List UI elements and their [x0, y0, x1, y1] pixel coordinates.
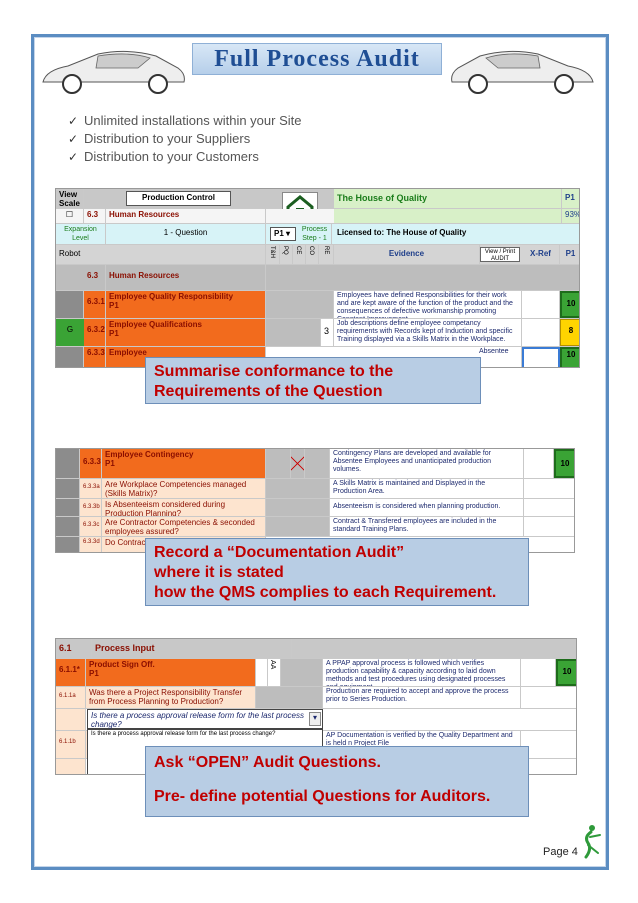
- evidence-text[interactable]: Contingency Plans are developed and avai…: [330, 449, 524, 478]
- evidence-text[interactable]: Absenteeism is considered when planning …: [330, 499, 524, 516]
- section-number: 6.1: [56, 639, 92, 658]
- check-icon: ✓: [68, 114, 79, 128]
- page-number: Page 4: [543, 846, 578, 858]
- score-badge: 10: [560, 291, 579, 318]
- car-right-image: [451, 50, 594, 94]
- evidence-text[interactable]: Job descriptions define employee competa…: [334, 319, 522, 346]
- score-badge: 10: [560, 347, 579, 367]
- feature-list: ✓Unlimited installations within your Sit…: [68, 112, 301, 166]
- sub-question-number: 6.3.3b: [80, 499, 102, 516]
- p1-header: P1: [562, 189, 579, 208]
- page-title: Full Process Audit: [192, 43, 442, 75]
- sub-question-number: 6.1.1b: [56, 731, 86, 758]
- question-number: 6.3.2*: [84, 319, 106, 346]
- check-icon: ✓: [68, 132, 79, 146]
- evidence-text[interactable]: Contract & Transfered employees are incl…: [330, 517, 524, 536]
- chevron-down-icon: ▾: [286, 229, 291, 238]
- expansion-level-label[interactable]: Expansion Level: [56, 224, 106, 244]
- production-control-button[interactable]: Production Control: [126, 191, 231, 206]
- sub-question-text[interactable]: Are Workplace Competencies managed (Skil…: [102, 479, 266, 498]
- house-of-quality-label: The House of Quality: [334, 189, 562, 208]
- process-step-label: Process Step - 1: [298, 224, 332, 244]
- question-number: 6.3.3: [84, 347, 106, 367]
- section-number: 6.3: [84, 265, 106, 290]
- col-header: PQ: [280, 245, 293, 264]
- check-icon: ✓: [68, 150, 79, 164]
- callout-documentation-audit: Record a “Documentation Audit” where it …: [145, 538, 529, 606]
- sub-question-text[interactable]: Was there a Project Responsibility Trans…: [86, 687, 256, 708]
- sub-question-number: 6.3.3c: [80, 517, 102, 536]
- robot-label: Robot: [56, 245, 266, 264]
- question-text[interactable]: Product Sign Off. P1: [86, 659, 256, 686]
- evidence-text[interactable]: Employees have defined Responsibilities …: [334, 291, 522, 318]
- col-header: CO: [306, 245, 319, 264]
- feature-item: ✓Unlimited installations within your Sit…: [68, 113, 302, 128]
- sub-question-number: 6.3.3a: [80, 479, 102, 498]
- grade-cell: G: [56, 319, 84, 346]
- row-checkbox[interactable]: ☐: [56, 209, 84, 223]
- evidence-header: Evidence: [334, 245, 480, 264]
- col-header: T&H: [266, 245, 280, 264]
- score-badge: 10: [554, 449, 574, 478]
- spreadsheet-human-resources: View Scale Production Control The House …: [55, 188, 580, 368]
- sub-question-number: 6.3.3d: [80, 537, 102, 552]
- question-number: 6.1.1*: [56, 659, 86, 686]
- licensed-label: Licensed to: The House of Quality: [334, 224, 579, 244]
- score-badge: 8: [560, 319, 579, 346]
- question-text[interactable]: Employee Quality Responsibility P1: [106, 291, 266, 318]
- car-left-image: [42, 50, 185, 94]
- section-name: Human Resources: [106, 265, 266, 290]
- question-dropdown[interactable]: Is there a process approval release form…: [87, 709, 323, 729]
- p1-select[interactable]: P1 ▾: [270, 227, 296, 241]
- na-cell: [291, 449, 305, 478]
- question-text[interactable]: Employee Contingency P1: [102, 449, 266, 478]
- callout-summarise: Summarise conformance to the Requirement…: [145, 357, 481, 404]
- sub-question-text[interactable]: Is Absenteeism considered during Product…: [102, 499, 266, 516]
- evidence-text[interactable]: AP Documentation is verified by the Qual…: [323, 731, 521, 758]
- feature-item: ✓Distribution to your Suppliers: [68, 131, 251, 146]
- company-logo-icon: [584, 825, 601, 859]
- rating-mark: AA: [268, 659, 281, 686]
- question-number: 6.3.3: [80, 449, 102, 478]
- section-name: Process Input: [92, 639, 292, 658]
- sub-question-text[interactable]: Are Contractor Competencies & seconded e…: [102, 517, 266, 536]
- spreadsheet-process-input: 6.1 Process Input 6.1.1* Product Sign Of…: [55, 638, 577, 775]
- evidence-text[interactable]: A Skills Matrix is maintained and Displa…: [330, 479, 524, 498]
- feature-item: ✓Distribution to your Customers: [68, 149, 259, 164]
- col-header: CE: [293, 245, 306, 264]
- score-badge: 10: [556, 659, 576, 686]
- section-name: Human Resources: [106, 209, 266, 223]
- page-frame: [31, 34, 609, 870]
- evidence-text[interactable]: Production are required to accept and ap…: [323, 687, 521, 708]
- spreadsheet-contingency: 6.3.3 Employee Contingency P1 Contingenc…: [55, 448, 575, 553]
- question-number: 6.3.1: [84, 291, 106, 318]
- section-percent: 93%: [562, 209, 579, 223]
- view-scale-label[interactable]: View Scale: [56, 189, 84, 208]
- evidence-text[interactable]: A PPAP approval process is followed whic…: [323, 659, 521, 686]
- callout-open-questions: Ask “OPEN” Audit Questions. Pre- define …: [145, 746, 529, 817]
- sub-question-number: 6.1.1a: [56, 687, 86, 708]
- view-print-audit-button[interactable]: View / Print AUDIT: [480, 247, 520, 262]
- question-level-label[interactable]: 1 - Question: [106, 224, 266, 244]
- section-number: 6.3: [84, 209, 106, 223]
- dropdown-option[interactable]: Is there a process approval release form…: [91, 731, 276, 737]
- chevron-down-icon[interactable]: ▾: [309, 712, 321, 726]
- question-text[interactable]: Employee Qualifications P1: [106, 319, 266, 346]
- p1-col-header: P1: [560, 245, 579, 264]
- rating-mark: 3: [321, 319, 334, 346]
- xref-header: X-Ref: [522, 245, 560, 264]
- col-header: RE: [319, 245, 334, 264]
- evidence-text[interactable]: Absentee: [476, 347, 522, 367]
